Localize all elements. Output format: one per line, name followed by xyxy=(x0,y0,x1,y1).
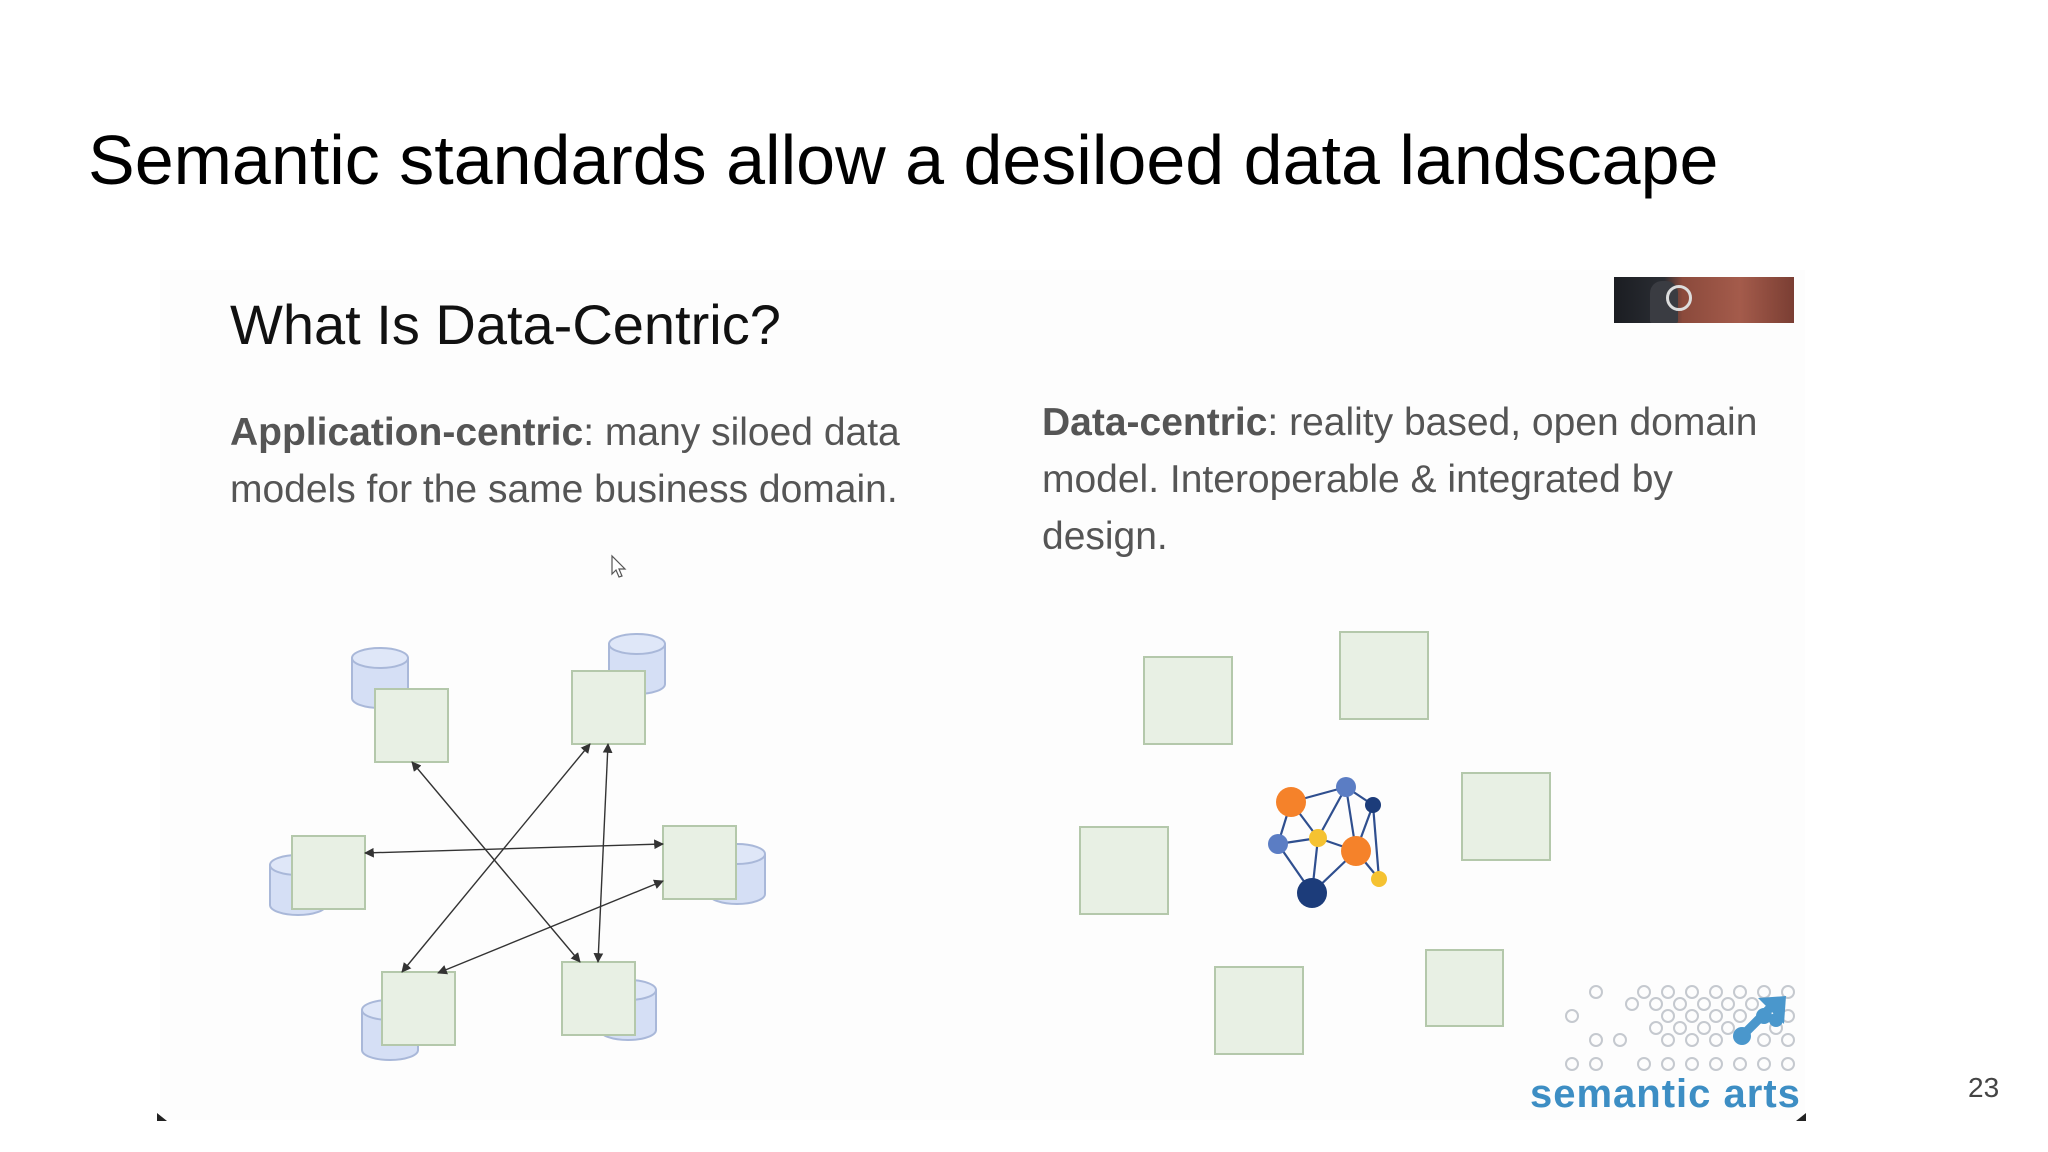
data-model-box xyxy=(662,825,737,900)
mouse-cursor-icon xyxy=(611,554,627,578)
data-model-box xyxy=(291,835,366,910)
data-model-box xyxy=(1079,826,1169,915)
video-play-ring-icon xyxy=(1666,285,1692,311)
slide-corner-mark xyxy=(157,1113,167,1121)
knowledge-graph-icon xyxy=(1268,777,1387,908)
data-model-box xyxy=(1425,949,1504,1027)
slide-title: Semantic standards allow a desiloed data… xyxy=(88,121,1719,199)
data-model-box xyxy=(1339,631,1429,720)
speaker-video-thumbnail[interactable] xyxy=(1614,277,1794,323)
data-centric-description: Data-centric: reality based, open domain… xyxy=(1042,394,1802,565)
application-centric-description: Application-centric: many siloed data mo… xyxy=(230,404,1010,518)
data-centric-text: : reality based, open domain model. Inte… xyxy=(1042,401,1758,558)
data-model-box xyxy=(571,670,646,745)
arrow xyxy=(593,743,613,963)
data-model-box xyxy=(561,961,636,1036)
data-model-box xyxy=(374,688,449,763)
arrow xyxy=(401,743,591,973)
data-centric-term: Data-centric xyxy=(1042,401,1268,444)
silo-2 xyxy=(571,633,666,745)
data-model-box xyxy=(1214,966,1304,1055)
application-centric-text: : many siloed data models for the same b… xyxy=(230,411,900,511)
data-centric-diagram xyxy=(1079,631,1551,1055)
data-model-box xyxy=(381,971,456,1046)
semantic-arts-logo xyxy=(1565,985,1795,1071)
application-centric-diagram xyxy=(269,633,766,1061)
silo-5 xyxy=(361,971,456,1061)
embedded-slide-heading: What Is Data-Centric? xyxy=(230,293,781,356)
arrow xyxy=(437,879,664,975)
silo-4 xyxy=(662,825,766,905)
silo-3 xyxy=(269,835,366,916)
slide-corner-mark xyxy=(1796,1113,1806,1121)
integration-arrows xyxy=(364,743,664,975)
arrow xyxy=(364,839,664,858)
arrow xyxy=(411,761,581,963)
semantic-arts-brand-text: semantic arts xyxy=(1530,1072,1801,1116)
data-model-box xyxy=(1143,656,1233,745)
silo-1 xyxy=(351,647,449,763)
data-model-box xyxy=(1461,772,1551,861)
silo-6 xyxy=(561,961,657,1041)
page-number: 23 xyxy=(1968,1072,2000,1103)
application-centric-term: Application-centric xyxy=(230,411,584,454)
